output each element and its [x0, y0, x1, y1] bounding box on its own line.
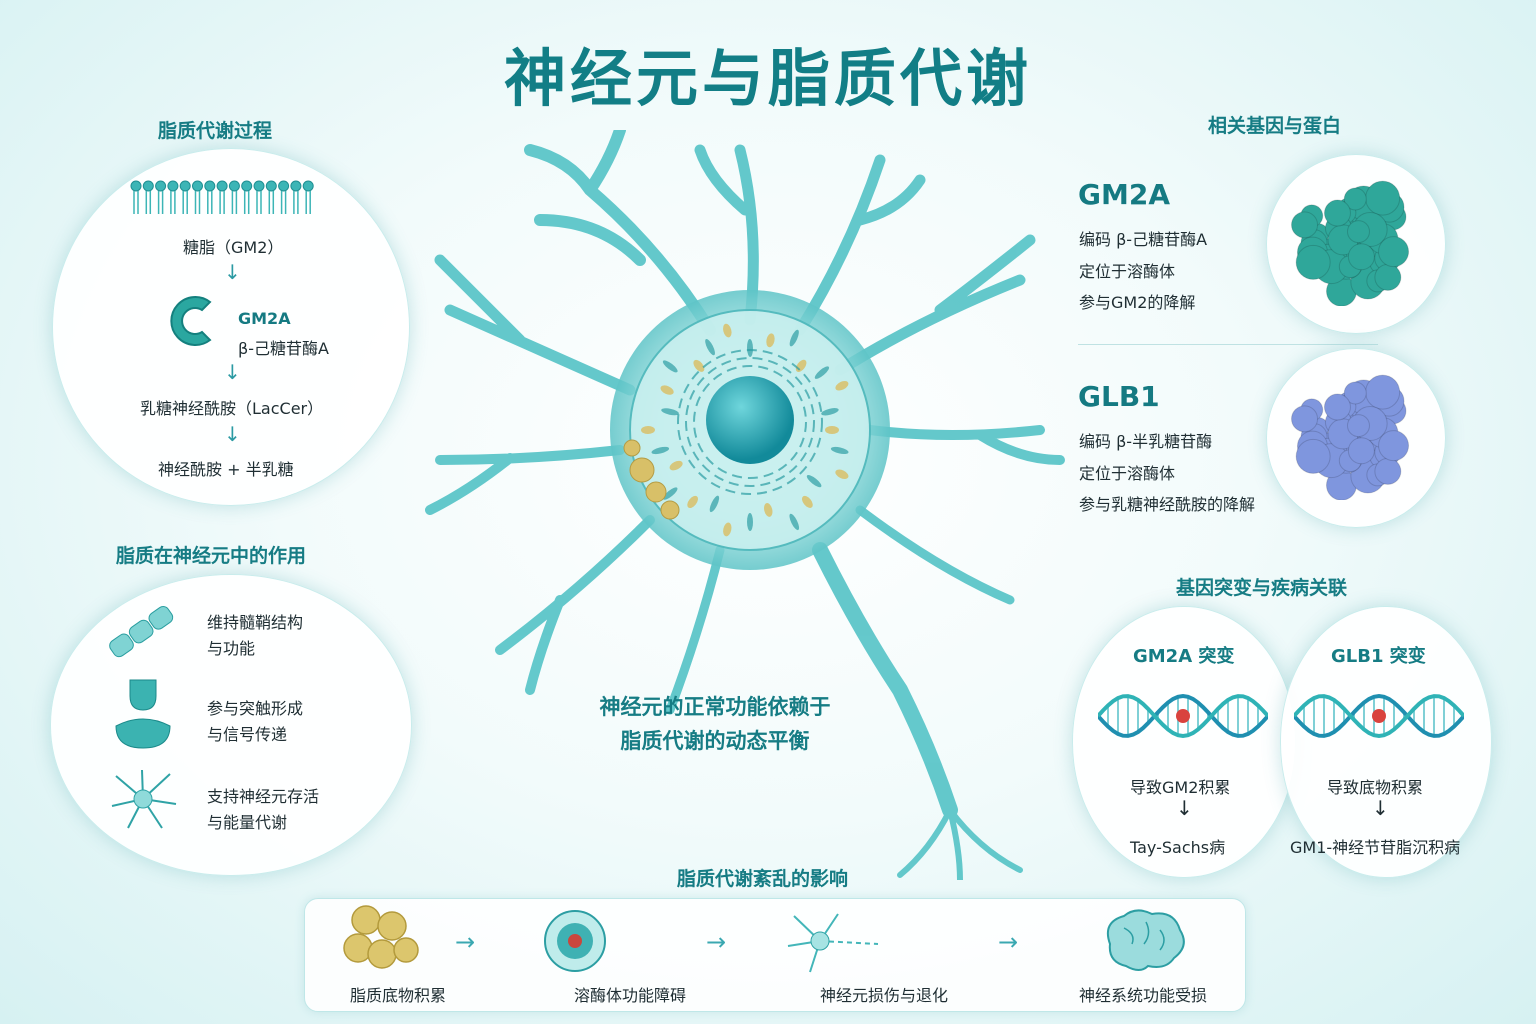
gene-glb1-line3: 参与乳糖神经酰胺的降解 [1079, 495, 1256, 514]
gene-gm2a-line2: 定位于溶酶体 [1079, 262, 1176, 281]
role-3-line1: 支持神经元存活 [207, 787, 320, 806]
lysosome-icon [544, 910, 606, 972]
impact-panel [304, 898, 1246, 1012]
damaged-neuron-icon [787, 913, 879, 973]
impact-step-2: 溶酶体功能障碍 [574, 986, 687, 1005]
lipid-metabolism-title: 脂质代谢过程 [158, 120, 273, 142]
page-title: 神经元与脂质代谢 [503, 42, 1032, 115]
protein-gm2a-icon [1291, 180, 1410, 306]
mutation-gm2a-effect: 导致GM2积累 [1130, 778, 1231, 797]
lipid-role-panel [50, 574, 412, 876]
mutation-glb1-effect: 导致底物积累 [1327, 778, 1424, 797]
mutation-gm2a-disease: Tay-Sachs病 [1130, 838, 1226, 857]
center-caption-line2: 脂质代谢的动态平衡 [620, 729, 810, 753]
gene-gm2a-line3: 参与GM2的降解 [1079, 293, 1196, 312]
enzyme-desc: β-己糖苷酶A [238, 339, 329, 358]
impact-step-1: 脂质底物积累 [350, 986, 447, 1005]
impact-step-4: 神经系统功能受损 [1079, 986, 1208, 1005]
mutation-glb1-arrow: ↓ [1372, 796, 1389, 820]
gene-glb1-line1: 编码 β-半乳糖苷酶 [1079, 432, 1213, 451]
lipid-role-title: 脂质在神经元中的作用 [116, 545, 307, 567]
enzyme-icon [170, 296, 212, 346]
arrow-1: ↓ [224, 260, 241, 284]
enzyme-name: GM2A [238, 309, 291, 328]
mutation-glb1-disease: GM1-神经节苷脂沉积病 [1290, 838, 1461, 857]
protein-glb1-icon [1291, 374, 1410, 500]
impact-arrow-1: → [455, 928, 476, 956]
neuron-illustration [425, 130, 1065, 880]
impact-title: 脂质代谢紊乱的影响 [677, 868, 849, 890]
gene-glb1-line2: 定位于溶酶体 [1079, 464, 1176, 483]
impact-arrow-3: → [998, 928, 1019, 956]
membrane-icon [130, 180, 314, 214]
step-ceramide: 神经酰胺 + 半乳糖 [158, 460, 294, 479]
step-laccer: 乳糖神经酰胺（LacCer） [140, 399, 324, 418]
impact-step-3: 神经元损伤与退化 [820, 986, 949, 1005]
mutation-gm2a-name: GM2A 突变 [1133, 646, 1235, 667]
neuron-icon [111, 769, 177, 829]
mutation-gm2a-arrow: ↓ [1176, 796, 1193, 820]
lipid-droplets-icon [343, 905, 419, 969]
genes-divider [1078, 344, 1378, 345]
genes-title: 相关基因与蛋白 [1208, 115, 1342, 137]
gene-glb1-name: GLB1 [1078, 380, 1160, 413]
gene-gm2a-line1: 编码 β-己糖苷酶A [1079, 230, 1208, 249]
role-3-line2: 与能量代谢 [207, 813, 288, 832]
role-2-line1: 参与突触形成 [207, 699, 304, 718]
role-1-line2: 与功能 [207, 639, 256, 658]
myelin-icon [109, 605, 174, 658]
mutation-gm2a-panel [1072, 606, 1296, 878]
role-1-line1: 维持髓鞘结构 [207, 613, 304, 632]
impact-arrow-2: → [706, 928, 727, 956]
center-caption: 神经元的正常功能依赖于 脂质代谢的动态平衡 [570, 690, 860, 758]
mutation-title: 基因突变与疾病关联 [1176, 577, 1348, 599]
mutation-glb1-name: GLB1 突变 [1331, 646, 1426, 667]
center-caption-line1: 神经元的正常功能依赖于 [599, 695, 831, 719]
arrow-2: ↓ [224, 360, 241, 384]
arrow-3: ↓ [224, 422, 241, 446]
mutation-glb1-panel [1280, 606, 1492, 878]
gene-gm2a-name: GM2A [1078, 178, 1170, 211]
brain-icon [1106, 909, 1185, 971]
synapse-icon [115, 679, 171, 749]
step-glycolipid: 糖脂（GM2） [183, 238, 284, 257]
role-2-line2: 与信号传递 [207, 725, 288, 744]
lipid-metabolism-circle [52, 148, 410, 506]
dna-glb1-icon [1294, 693, 1464, 739]
dna-gm2a-icon [1098, 693, 1268, 739]
